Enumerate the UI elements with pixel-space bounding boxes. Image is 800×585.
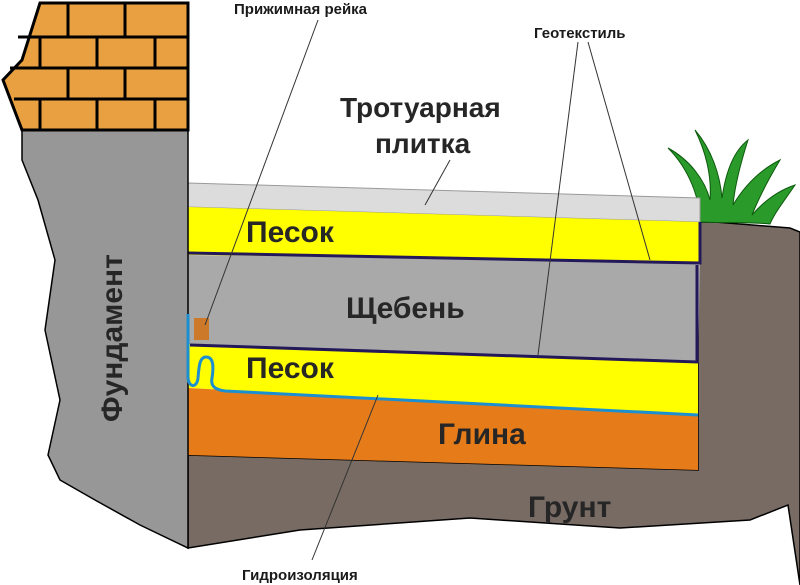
- clamp-strip-label: Прижимная рейка: [234, 1, 368, 18]
- sand-bottom-layer: [188, 344, 698, 415]
- clay-label: Глина: [438, 418, 526, 451]
- brick-wall: [1, 1, 190, 132]
- paving-tile-label-line2: плитка: [375, 128, 471, 159]
- geotextile-upper: [187, 222, 702, 265]
- geotextile-label: Геотекстиль: [534, 25, 626, 42]
- foundation-label: Фундамент: [96, 254, 129, 422]
- waterproofing-membrane: [186, 314, 699, 417]
- geotextile-lower: [189, 265, 699, 364]
- gravel-layer: [188, 255, 700, 362]
- sand-top-label: Песок: [246, 216, 335, 249]
- sand-top-layer: [188, 207, 700, 262]
- soil-label: Грунт: [528, 491, 611, 524]
- paving-tile-label-line1: Тротуарная: [340, 92, 501, 123]
- sand-bottom-label: Песок: [246, 352, 335, 385]
- foundation-wall: [21, 129, 189, 550]
- callout-leaders: [204, 19, 651, 561]
- gravel-label: Щебень: [346, 292, 465, 325]
- waterproofing-label: Гидроизоляция: [242, 567, 358, 584]
